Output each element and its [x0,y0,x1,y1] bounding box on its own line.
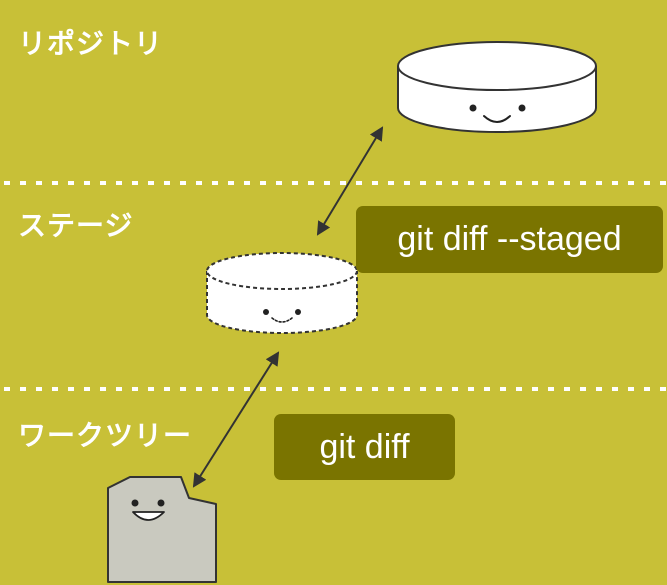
arrow-worktree-stage [192,351,280,488]
worktree-face-icon [131,499,165,521]
command-git-diff-staged: git diff --staged [356,206,663,273]
stage-face-icon [263,309,301,323]
zone-label-repository: リポジトリ [18,27,164,60]
zone-label-stage: ステージ [18,209,134,242]
repository-cylinder-icon [397,41,597,133]
arrow-stage-repository [316,126,384,236]
zone-label-worktree: ワークツリー [18,419,193,452]
stage-cylinder-icon [206,252,358,334]
command-git-diff: git diff [274,414,455,480]
worktree-file-icon [107,476,217,583]
repository-face-icon [469,104,526,123]
